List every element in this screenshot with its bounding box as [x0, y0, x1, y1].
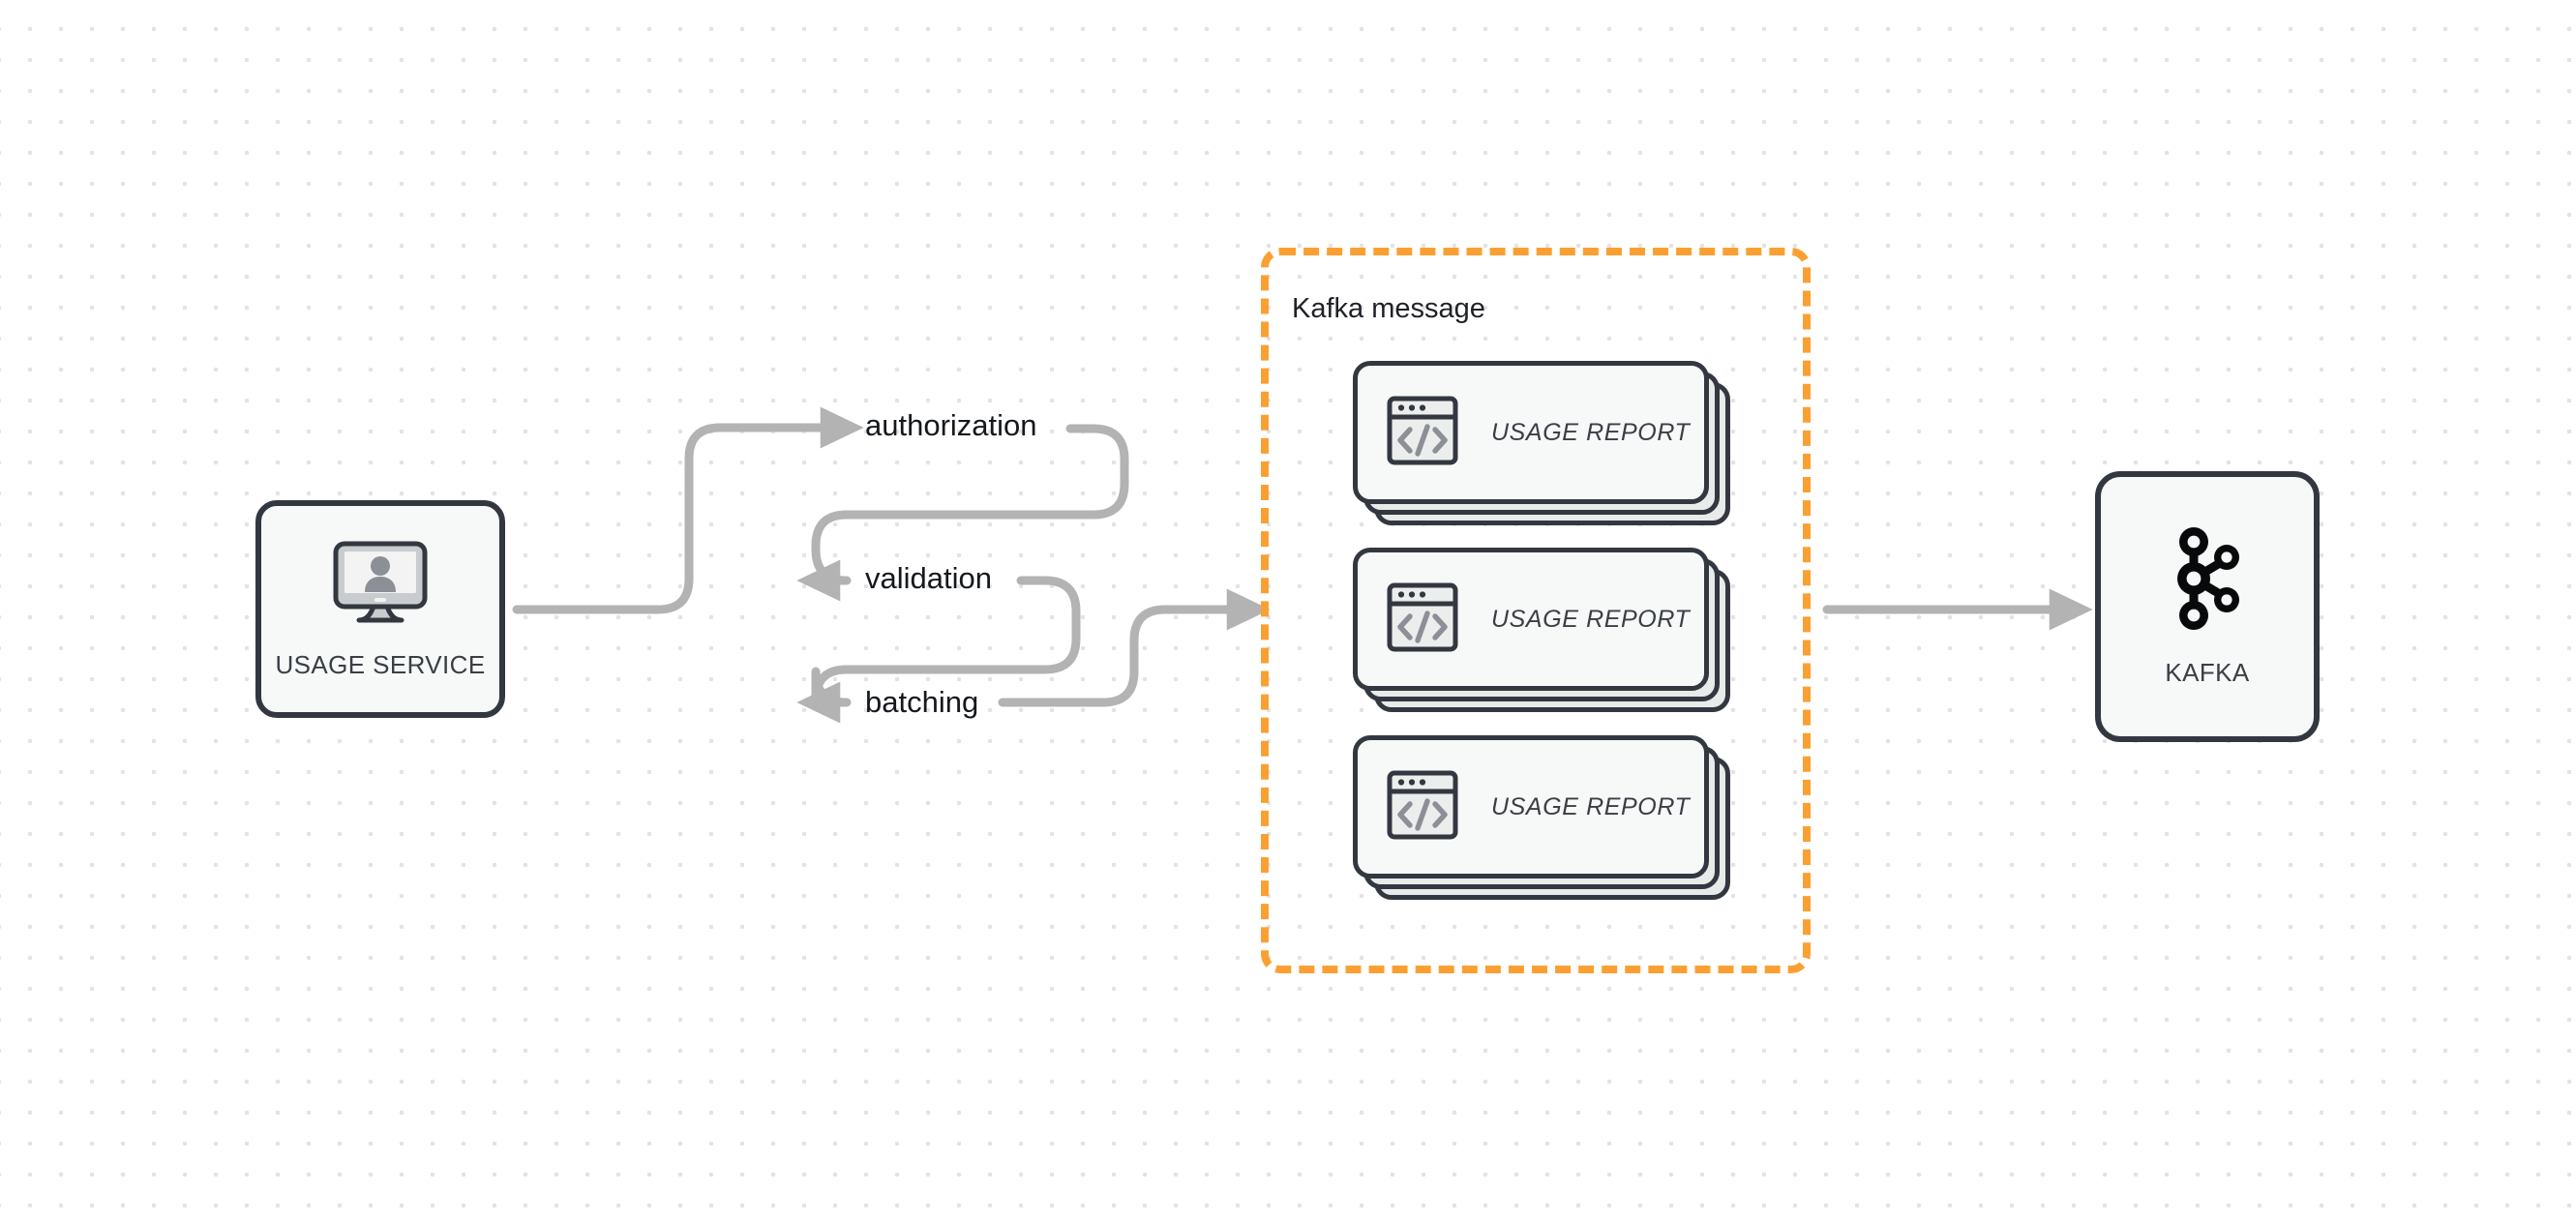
- edge-usage-service-to-authorization: [512, 406, 864, 614]
- code-window-icon: [1387, 396, 1458, 470]
- step-label-validation: validation: [865, 561, 992, 595]
- code-window-icon: [1387, 582, 1458, 657]
- usage-report-card[interactable]: USAGE REPORT: [1353, 361, 1730, 525]
- step-label-batching: batching: [865, 685, 979, 719]
- step-label-authorization: authorization: [865, 408, 1037, 442]
- usage-report-card-label: USAGE REPORT: [1491, 418, 1691, 446]
- node-usage-service[interactable]: USAGE SERVICE: [255, 500, 505, 718]
- usage-report-card-label: USAGE REPORT: [1491, 792, 1691, 820]
- group-kafka-message-title: Kafka message: [1292, 293, 1485, 324]
- edge-authorization-to-validation: [796, 424, 1129, 602]
- card-front: USAGE REPORT: [1353, 548, 1709, 691]
- monitor-user-icon: [330, 539, 431, 633]
- edge-batching-to-kafka-message: [998, 588, 1271, 707]
- node-kafka-label: KAFKA: [2165, 658, 2250, 687]
- card-front: USAGE REPORT: [1353, 361, 1709, 504]
- kafka-logo-icon: [2167, 525, 2248, 637]
- node-usage-service-label: USAGE SERVICE: [275, 649, 486, 679]
- code-window-icon: [1387, 770, 1458, 845]
- usage-report-card[interactable]: USAGE REPORT: [1353, 548, 1730, 712]
- usage-report-card[interactable]: USAGE REPORT: [1353, 735, 1730, 900]
- card-front: USAGE REPORT: [1353, 735, 1709, 879]
- group-kafka-message: [1261, 248, 1811, 973]
- usage-report-card-label: USAGE REPORT: [1491, 605, 1691, 633]
- node-kafka[interactable]: KAFKA: [2095, 471, 2320, 742]
